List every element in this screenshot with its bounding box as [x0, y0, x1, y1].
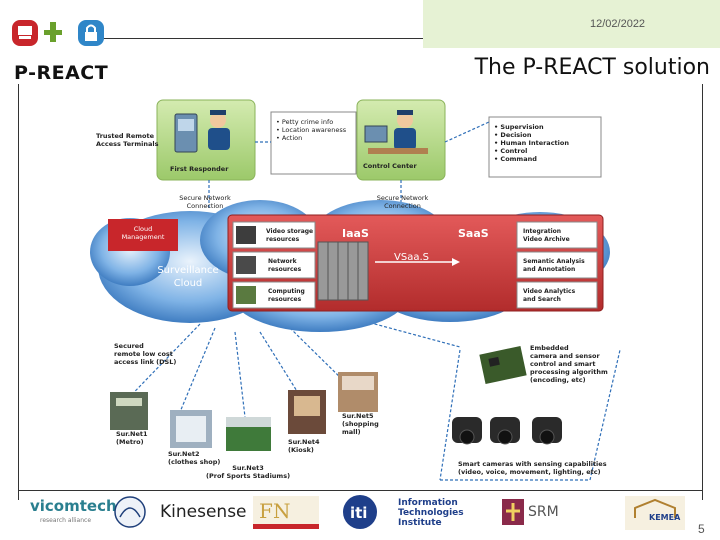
brand-wordmark: P-REACT [14, 62, 109, 84]
trusted-terminals-label: Trusted Remote Access Terminals [96, 132, 159, 148]
surnet3-label: Sur.Net3 (Prof Sports Stadiums) [206, 464, 291, 480]
frame-line-left [18, 84, 19, 500]
video-analytics-text: Video Analytics and Search [523, 288, 576, 303]
bullet-item: • Petty crime info [276, 118, 334, 126]
vicomtech-subtitle: research alliance [40, 517, 92, 524]
server-rack-icon [317, 241, 369, 301]
semantic-analysis-box [516, 251, 598, 279]
bullet-item: • Action [276, 134, 303, 142]
slide-title: The P-REACT solution [474, 55, 710, 80]
iaas-label: IaaS [342, 227, 369, 240]
bullet-item: • Supervision [494, 123, 544, 131]
control-center-label: Control Center [363, 162, 417, 170]
secure-connection-right-label: Secure Network Connection [376, 194, 429, 210]
svg-text:F: F [259, 499, 273, 523]
semantic-analysis-text: Semantic Analysis and Annotation [523, 258, 585, 273]
bullet-item: • Human Interaction [494, 139, 569, 147]
partner-logo-icon: F N [253, 496, 319, 529]
secure-connection-left-label: Secure Network Connection [179, 194, 231, 210]
kinesense-logo: Kinesense [160, 502, 247, 522]
computing-resources-text: Computing resources [268, 288, 305, 303]
metro-photo [110, 392, 148, 430]
kemea-logo: KEMEA [649, 513, 681, 522]
network-resources-text: Network resources [268, 258, 302, 273]
iti-logo-icon: iti [343, 495, 377, 529]
iti-full-name: Information Technologies Institute [398, 498, 464, 528]
svg-text:N: N [273, 499, 291, 523]
bullet-item: • Command [494, 155, 537, 163]
brand-icons [12, 20, 104, 46]
bullet-item: • Location awareness [276, 126, 347, 134]
vicomtech-logo: vicomtech [30, 497, 117, 515]
monitor-icon [364, 125, 388, 143]
access-link-label: Secured remote low cost access link (DSL… [114, 342, 177, 366]
surnet1-label: Sur.Net1 (Metro) [116, 430, 148, 446]
frame-line-right [702, 84, 703, 500]
university-seal-icon [114, 496, 146, 528]
control-center-info-box [488, 116, 602, 178]
integration-box [516, 221, 598, 249]
surnet5-label: Sur.Net5 (shopping mall) [342, 412, 379, 436]
saas-label: SaaS [458, 227, 489, 240]
control-center-bullets: • Supervision • Decision • Human Interac… [494, 123, 598, 163]
video-analytics-box [516, 281, 598, 309]
embedded-board-icon [479, 345, 527, 385]
srm-logo: SRM [528, 504, 559, 520]
surnet2-label: Sur.Net2 (clothes shop) [168, 450, 221, 466]
surnet4-label: Sur.Net4 (Kiosk) [288, 438, 320, 454]
first-responder-bullets: • Petty crime info • Location awareness … [276, 118, 352, 142]
first-responder-info-box [270, 111, 357, 175]
smart-cameras-label: Smart cameras with sensing capabilities … [458, 460, 607, 476]
p-react-architecture-diagram: Trusted Remote Access Terminals First Re… [20, 92, 700, 487]
bullet-item: • Decision [494, 131, 532, 139]
page-number: 5 [698, 522, 705, 536]
cross-emblem-icon [502, 499, 524, 525]
header-rule [100, 38, 423, 39]
cloud-management-tag [108, 219, 178, 251]
embedded-label: Embedded camera and sensor control and s… [530, 344, 608, 384]
footer-rule [18, 490, 702, 491]
integration-text: Integration Video Archive [523, 228, 570, 243]
video-storage-text: Video storage resources [266, 228, 314, 243]
vsaas-label: VSaa.S [394, 252, 429, 263]
first-responder-person-icon [210, 112, 226, 128]
kemea-logo-icon [625, 496, 685, 530]
operator-person-icon [397, 112, 413, 128]
bullet-item: • Control [494, 147, 528, 155]
header-band [423, 0, 720, 48]
pharmacy-icon [44, 22, 62, 42]
diagram-graphics [90, 99, 621, 481]
smart-camera-icons [452, 417, 562, 445]
first-responder-label: First Responder [170, 165, 229, 173]
slide-date: 12/02/2022 [590, 18, 646, 30]
svg-text:iti: iti [350, 504, 367, 522]
cloud-management-label: Cloud Management [121, 225, 165, 241]
surveillance-cloud-label: Surveillance Cloud [157, 265, 219, 289]
